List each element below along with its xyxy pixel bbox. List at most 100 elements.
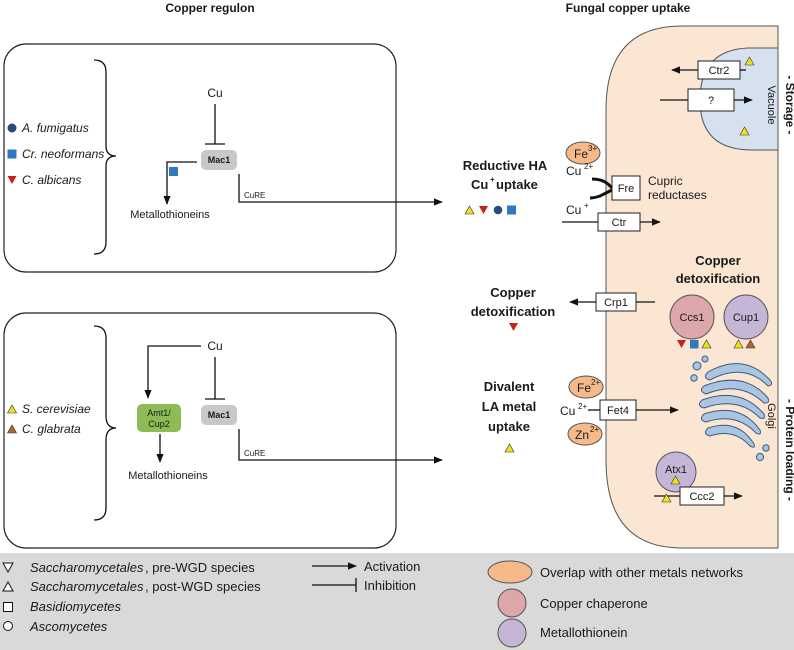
legend-pre-wgd-marker: [2, 562, 14, 574]
reductive-uptake-label: Reductive HA Cu + uptake: [463, 158, 548, 192]
legend-metallothionein-swatch: [497, 618, 527, 648]
storage-side-label: - Storage -: [783, 75, 794, 134]
marker-ca-detox: [509, 323, 518, 331]
marker-ca-reductive: [479, 206, 488, 214]
legend-metallothionein: Metallothionein: [540, 625, 627, 640]
cell-detox-label-line1: Copper: [695, 253, 741, 268]
legend-pre-wgd-taxon: Saccharomycetales: [30, 560, 144, 575]
fe2-ellipse: [568, 375, 604, 399]
legend-basidiomycetes-marker: [3, 602, 13, 612]
cup1-label: Cup1: [733, 312, 759, 324]
cu2-b-charge: 2+: [578, 402, 587, 411]
golgi-label: Golgi: [765, 403, 777, 429]
species-a-fumigatus: A. fumigatus: [21, 121, 89, 135]
fe3-text: Fe: [574, 147, 588, 161]
mac1-box-bottom: [201, 405, 237, 425]
legend-ascomycetes-marker: [3, 621, 13, 631]
marker-af-reductive: [493, 205, 503, 215]
metallothioneins-label-top: Metallothioneins: [130, 209, 210, 221]
reductive-label-line1: Reductive HA: [463, 158, 548, 173]
legend-chaperone: Copper chaperone: [540, 596, 648, 611]
zn2-ellipse: [567, 422, 603, 446]
marker-cr-neoformans: [7, 149, 17, 159]
marker-cr-neoformans-mac1: [169, 167, 178, 176]
mac1-label-top: Mac1: [208, 155, 231, 165]
ctr-label: Ctr: [612, 217, 627, 229]
legend-basidiomycetes: Basidiomycetes: [30, 599, 122, 614]
fre-box: [611, 175, 641, 201]
ccs1-circle: [669, 294, 715, 340]
amt1-label: Amt1/: [147, 408, 171, 418]
header-fungal-copper-uptake: Fungal copper uptake: [566, 1, 691, 15]
cu2-charge: 2+: [584, 162, 593, 171]
marker-sc-atx1: [670, 475, 681, 485]
divalent-label-line3: uptake: [488, 419, 530, 434]
species-c-albicans: C. albicans: [22, 173, 81, 187]
amt1-cup2-box: [137, 404, 181, 432]
mac1-box-top: [201, 150, 237, 170]
reductive-cu-charge: +: [490, 175, 495, 184]
marker-ca-ccs1: [677, 340, 686, 348]
marker-sc-cup1: [733, 339, 744, 349]
zn2-charge: 2+: [590, 425, 599, 434]
marker-sc-vacuole: [739, 126, 750, 136]
vacuole-label: Vacuole: [765, 86, 777, 125]
species-cr-neoformans: Cr. neoformans: [22, 147, 104, 161]
cupric-label-line1: Cupric: [648, 174, 683, 188]
marker-cn-ccs1: [690, 340, 699, 349]
marker-sc-ccs1: [701, 339, 712, 349]
detox-label-line1: Copper: [490, 285, 536, 300]
atx1-label: Atx1: [665, 464, 687, 476]
reductive-cu-text: Cu: [471, 177, 488, 192]
legend-chaperone-swatch: [497, 588, 527, 618]
marker-cn-reductive: [507, 205, 516, 215]
legend-post-wgd-marker: [2, 580, 14, 592]
cupric-label-line2: reductases: [648, 188, 707, 202]
legend: Saccharomycetales , pre-WGD species Sacc…: [0, 553, 794, 650]
cup1-circle: [723, 294, 769, 340]
species-list-bottom: S. cerevisiae C. glabrata: [6, 402, 91, 436]
marker-c-albicans: [7, 176, 17, 184]
divalent-label-line1: Divalent: [484, 379, 535, 394]
cu1-text: Cu: [566, 203, 581, 217]
marker-cg-cup1: [745, 339, 756, 349]
cu-label-bottom: Cu: [207, 339, 222, 353]
ccs1-label: Ccs1: [679, 312, 704, 324]
reductive-species-markers: [464, 205, 516, 215]
species-list-top: A. fumigatus Cr. neoformans C. albicans: [7, 121, 104, 187]
fe2-text: Fe: [577, 381, 591, 395]
legend-inhibition: Inhibition: [364, 578, 416, 593]
legend-activation: Activation: [364, 559, 420, 574]
metallothioneins-label-bottom: Metallothioneins: [128, 470, 208, 482]
header-copper-regulon: Copper regulon: [165, 1, 254, 15]
legend-ascomycetes: Ascomycetes: [29, 619, 108, 634]
cup2-label: Cup2: [148, 419, 170, 429]
cu-label-top: Cu: [207, 86, 222, 100]
fre-label: Fre: [618, 183, 635, 195]
species-s-cerevisiae: S. cerevisiae: [22, 402, 91, 416]
golgi-apparatus: [690, 355, 773, 462]
species-c-glabrata: C. glabrata: [22, 422, 81, 436]
atx1-circle: [655, 451, 697, 493]
legend-post-wgd-taxon: Saccharomycetales: [30, 579, 144, 594]
marker-sc-reductive: [464, 205, 475, 215]
fet4-label: Fet4: [607, 405, 629, 417]
marker-c-glabrata: [6, 424, 18, 434]
fe3-ellipse: [565, 141, 601, 165]
mac1-label-bottom: Mac1: [208, 410, 231, 420]
cure-label-bottom: CuRE: [244, 449, 265, 458]
ctr2-label: Ctr2: [709, 65, 730, 77]
regulon-panel-bottom: S. cerevisiae C. glabrata Cu Amt1/ Cup2 …: [3, 312, 443, 549]
protein-loading-side-label: - Protein loading -: [783, 399, 794, 501]
cu2-b-text: Cu: [560, 404, 575, 418]
ccc2-label: Ccc2: [689, 491, 714, 503]
marker-a-fumigatus: [7, 123, 17, 133]
regulon-panel-top: A. fumigatus Cr. neoformans C. albicans …: [3, 43, 443, 273]
cell-detox-label-line2: detoxification: [676, 271, 761, 286]
legend-post-wgd-text: , post-WGD species: [145, 579, 261, 594]
marker-sc-ccc2: [661, 493, 672, 503]
detox-label-line2: detoxification: [471, 304, 556, 319]
legend-overlap: Overlap with other metals networks: [540, 565, 744, 580]
marker-s-cerevisiae: [6, 404, 18, 414]
